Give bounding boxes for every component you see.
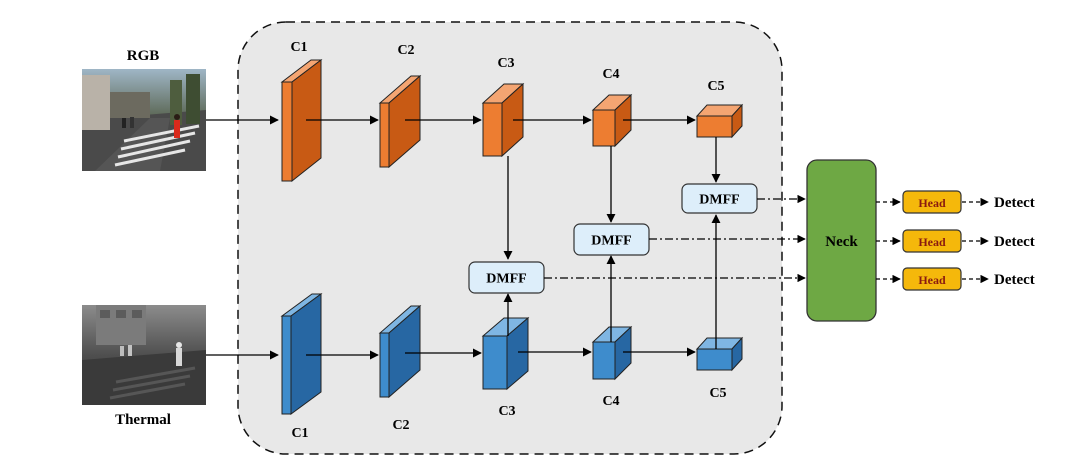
detect-output-1: Detect [994, 195, 1035, 211]
thermal-stage-label-c5: C5 [709, 386, 726, 401]
thermal-stage-c3 [481, 316, 530, 391]
dmff-module-middle: DMFF [573, 223, 650, 256]
neck-label: Neck [825, 234, 858, 250]
head-1-label: Head [918, 196, 946, 210]
thermal-stage-c5 [695, 336, 744, 372]
thermal-stage-label-c4: C4 [602, 394, 619, 409]
thermal-stage-label-c1: C1 [291, 426, 308, 441]
thermal-label: Thermal [115, 412, 171, 428]
rgb-stage-label-c2: C2 [397, 43, 414, 58]
rgb-image [82, 69, 206, 171]
thermal-stage-label-c3: C3 [498, 404, 515, 419]
dmff-middle-label: DMFF [591, 234, 631, 249]
detect-output-3: Detect [994, 272, 1035, 288]
rgb-stage-label-c1: C1 [290, 40, 307, 55]
neck-block: Neck [806, 159, 877, 322]
dmff-module-bottom: DMFF [468, 261, 545, 294]
rgb-stage-c3 [481, 82, 525, 158]
dmff-module-top: DMFF [681, 183, 758, 214]
thermal-stage-label-c2: C2 [392, 418, 409, 433]
backbone-container [237, 21, 783, 455]
rgb-stage-c5 [695, 103, 744, 139]
detect-output-2: Detect [994, 234, 1035, 250]
thermal-stage-c2 [378, 304, 422, 399]
thermal-image [82, 305, 206, 405]
head-2-label: Head [918, 235, 946, 249]
head-1: Head [902, 190, 962, 214]
rgb-stage-c2 [378, 74, 422, 169]
rgb-stage-label-c3: C3 [497, 56, 514, 71]
thermal-stage-c4 [591, 325, 633, 381]
head-2: Head [902, 229, 962, 253]
rgb-stage-label-c4: C4 [602, 67, 619, 82]
rgb-label: RGB [127, 48, 160, 64]
thermal-stage-c1 [280, 293, 323, 415]
rgb-stage-label-c5: C5 [707, 79, 724, 94]
head-3-label: Head [918, 273, 946, 287]
dmff-top-label: DMFF [699, 193, 739, 208]
dmff-bottom-label: DMFF [486, 272, 526, 287]
head-3: Head [902, 267, 962, 291]
